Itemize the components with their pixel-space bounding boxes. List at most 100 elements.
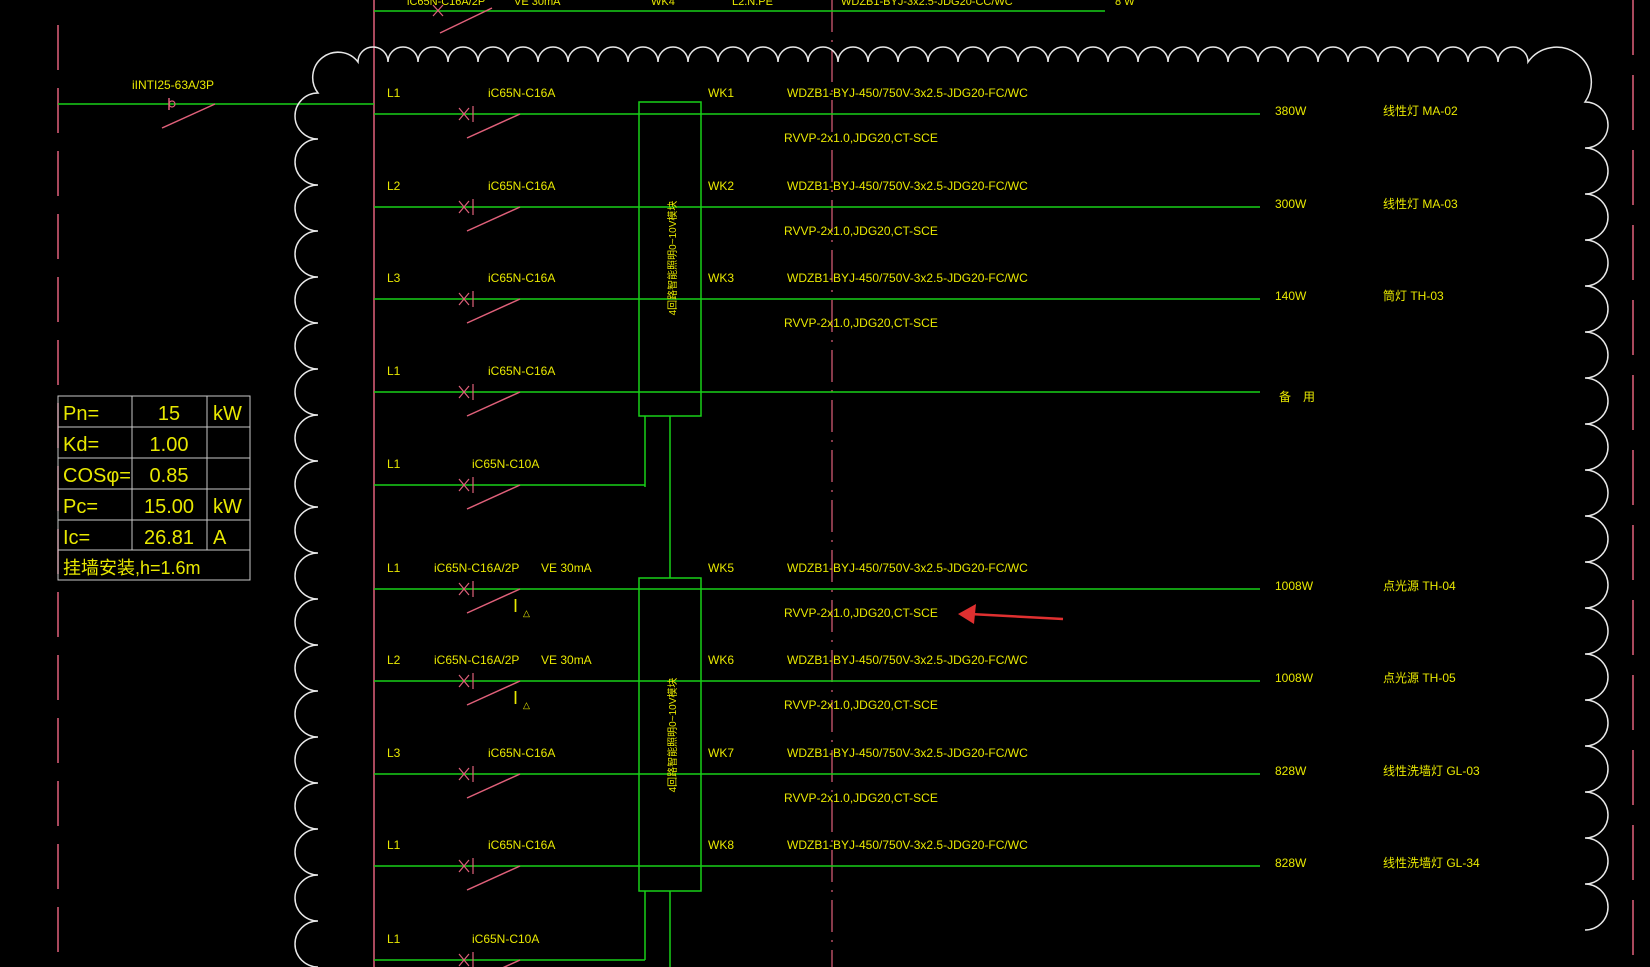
breaker-label: iC65N-C16A: [488, 838, 555, 852]
top-clip-blade: [439, 7, 493, 34]
load-power: 备 用: [1279, 390, 1315, 404]
breaker-blade: [466, 298, 521, 324]
control-cable-spec: RVVP-2x1.0,JDG20,CT-SCE: [784, 791, 938, 805]
cable-spec: WDZB1-BYJ-450/750V-3x2.5-JDG20-FC/WC: [787, 561, 1028, 575]
top-clip-x2: [432, 4, 444, 17]
breaker-label: iC65N-C16A: [488, 86, 555, 100]
annotation-arrow-head: [958, 604, 976, 624]
phase-label: L1: [387, 932, 401, 946]
circuit-id: WK2: [708, 179, 734, 193]
breaker-cross-b: [458, 767, 470, 781]
top-clip-breaker: iC65N-C16A/2P: [407, 0, 485, 8]
load-power: 300W: [1275, 197, 1307, 211]
phase-label: L3: [387, 271, 401, 285]
phase-label: L3: [387, 746, 401, 760]
breaker-blade: [466, 773, 521, 799]
rcd-label: VE 30mA: [541, 561, 592, 575]
breaker-label: iC65N-C16A/2P: [434, 561, 519, 575]
circuit-id: WK6: [708, 653, 734, 667]
load-name: 筒灯 TH-03: [1383, 288, 1444, 303]
top-clip-cable: WDZB1-BYJ-3x2.5-JDG20-CC/WC: [841, 0, 1013, 8]
breaker-cross-b: [458, 674, 470, 688]
cable-spec: WDZB1-BYJ-450/750V-3x2.5-JDG20-FC/WC: [787, 746, 1028, 760]
breaker-cross-b: [458, 953, 470, 967]
breaker-cross-b: [458, 582, 470, 596]
top-clip-circuit: WK4: [651, 0, 675, 8]
load-power: 828W: [1275, 764, 1307, 778]
module-2-label: 4回路智能照明0~10V模块: [666, 678, 679, 793]
cable-spec: WDZB1-BYJ-450/750V-3x2.5-JDG20-FC/WC: [787, 179, 1028, 193]
breaker-cross-b: [458, 107, 470, 121]
annotation-arrow-shaft: [969, 612, 1064, 621]
load-name: 线性灯 MA-02: [1383, 104, 1458, 118]
revision-cloud: [294, 46, 1609, 967]
breaker-label: iC65N-C10A: [472, 932, 539, 946]
circuit-id: WK3: [708, 271, 734, 285]
top-clip-phase: L2.N.PE: [732, 0, 773, 8]
phase-label: L1: [387, 561, 401, 575]
breaker-cross-b: [458, 859, 470, 873]
static-lines: [57, 0, 1634, 967]
load-power: 828W: [1275, 856, 1307, 870]
breaker-blade: [466, 865, 521, 891]
load-power: 1008W: [1275, 671, 1314, 685]
cable-spec: WDZB1-BYJ-450/750V-3x2.5-JDG20-FC/WC: [787, 838, 1028, 852]
circuit-id: WK7: [708, 746, 734, 760]
load-name: 点光源 TH-04: [1383, 579, 1456, 593]
main-switch-contact: [168, 100, 176, 108]
rcd-symbol: I: [513, 596, 518, 616]
circuit-row: L1 iC65N-C10A: [374, 932, 645, 967]
phase-label: L1: [387, 457, 401, 471]
control-cable-spec: RVVP-2x1.0,JDG20,CT-SCE: [784, 316, 938, 330]
breaker-label: iC65N-C16A: [488, 746, 555, 760]
circuit-row: L3 iC65N-C16A WK7 WDZB1-BYJ-450/750V-3x2.5-…: [374, 746, 1480, 805]
top-clip-rcd: VE 30mA: [514, 0, 561, 8]
ic-value: 26.81: [144, 527, 194, 549]
pc-name: Pc=: [63, 496, 98, 518]
ic-unit: A: [213, 527, 227, 549]
breaker-blade: [502, 959, 521, 967]
cable-spec: WDZB1-BYJ-450/750V-3x2.5-JDG20-FC/WC: [787, 271, 1028, 285]
circuit-row: L1 iC65N-C10A: [374, 457, 645, 510]
load-power: 140W: [1275, 289, 1307, 303]
kd-name: Kd=: [63, 434, 99, 456]
circuit-id: WK1: [708, 86, 734, 100]
pn-name: Pn=: [63, 403, 99, 425]
load-name: 线性洗墙灯 GL-03: [1383, 764, 1480, 778]
breaker-label: iC65N-C10A: [472, 457, 539, 471]
cos-name: COSφ=: [63, 465, 131, 487]
control-cable-spec: RVVP-2x1.0,JDG20,CT-SCE: [784, 698, 938, 712]
control-cable-spec: RVVP-2x1.0,JDG20,CT-SCE: [784, 606, 938, 620]
load-name: 线性灯 MA-03: [1383, 197, 1458, 211]
phase-label: L1: [387, 838, 401, 852]
breaker-blade: [466, 113, 521, 139]
main-switch-label: iINTI25-63A/3P: [132, 78, 214, 92]
breaker-cross-b: [458, 292, 470, 306]
rcd-symbol-sub: △: [523, 700, 530, 710]
kd-value: 1.00: [150, 434, 189, 456]
pn-value: 15: [158, 403, 180, 425]
breaker-blade: [466, 206, 521, 232]
circuit-id: WK5: [708, 561, 734, 575]
control-cable-spec: RVVP-2x1.0,JDG20,CT-SCE: [784, 131, 938, 145]
control-cable-spec: RVVP-2x1.0,JDG20,CT-SCE: [784, 224, 938, 238]
breaker-blade: [466, 588, 521, 614]
breaker-blade: [466, 680, 521, 706]
load-table: Pn= 15 kW Kd= 1.00 COSφ= 0.85 Pc= 15.00 …: [57, 395, 251, 581]
rcd-symbol-sub: △: [523, 608, 530, 618]
pc-unit: kW: [213, 496, 242, 518]
phase-label: L2: [387, 653, 401, 667]
circuit-row: L1 iC65N-C16A/2P VE 30mA I △ WK5 WDZB1-BYJ-450…: [374, 561, 1456, 620]
main-switch-blade: [161, 103, 216, 129]
breaker-blade: [466, 391, 521, 417]
pc-value: 15.00: [144, 496, 194, 518]
phase-label: L1: [387, 86, 401, 100]
rcd-symbol: I: [513, 688, 518, 708]
load-power: 1008W: [1275, 579, 1314, 593]
